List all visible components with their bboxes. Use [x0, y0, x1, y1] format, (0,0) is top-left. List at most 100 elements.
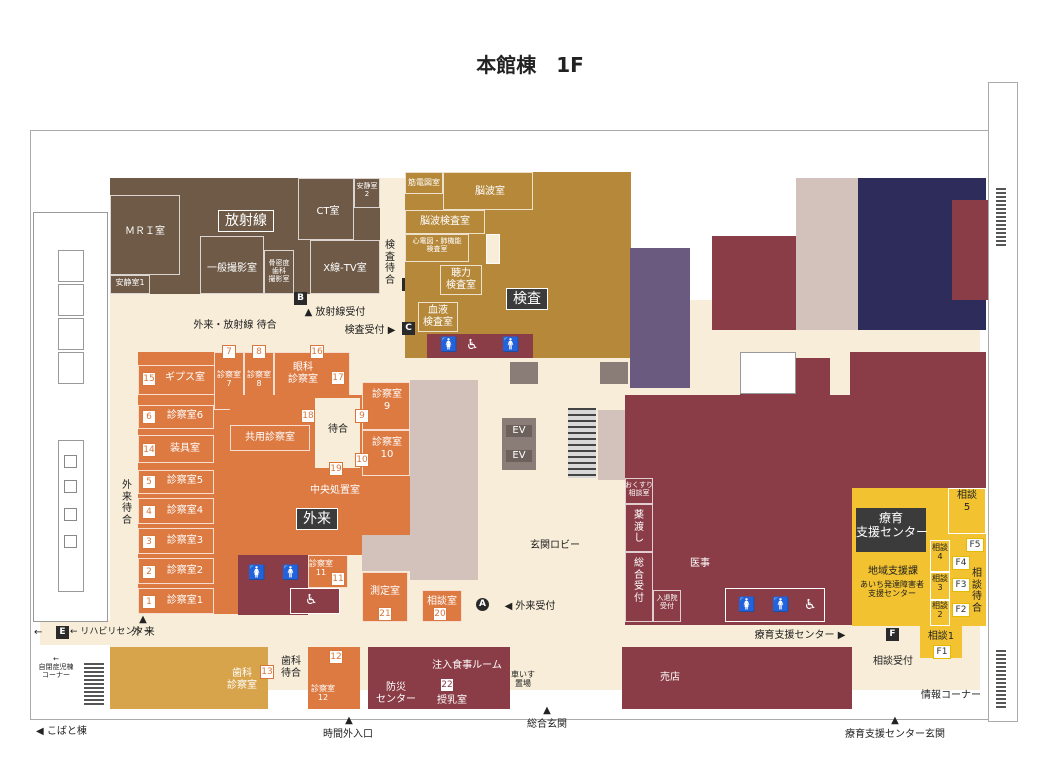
wheelchair-icon: ♿ — [466, 337, 479, 353]
room-sodan2-label: 相談 2 — [932, 601, 948, 620]
medical-white — [740, 352, 796, 394]
consult-waiting: 相 談 待 合 — [972, 568, 982, 614]
room-nouha — [443, 172, 533, 210]
room-nouhakensa — [405, 210, 485, 234]
room-number: 2 — [142, 565, 156, 579]
page-title: 本館棟 1F — [476, 53, 584, 77]
room-gips-label: ギプス室 — [165, 372, 205, 383]
marker-c: C — [402, 322, 415, 335]
dental-block — [110, 647, 268, 709]
wheelchair-icon: ♿ — [305, 592, 318, 608]
stair — [600, 362, 628, 384]
exam-corridor — [486, 234, 500, 264]
window — [58, 318, 84, 350]
room-yakuwatashi-label: 薬 渡 し — [634, 510, 644, 544]
room-shin1-label: 診察室1 — [166, 595, 204, 606]
room-shin10-label: 診察室 10 — [372, 437, 402, 460]
room-iji-label: 医事 — [690, 558, 710, 569]
consult-reception: 相談受付 — [873, 656, 913, 667]
room-aichi-label: あいち発達障害者 支援センター — [860, 580, 924, 599]
window-square — [64, 480, 77, 493]
room-anjo2-label: 安静室 2 — [356, 182, 378, 199]
entrance-arrow: ▲ — [543, 705, 551, 716]
outpatient-waiting: 外 来 待 合 — [122, 480, 132, 526]
waiting-outpatient-radiology: 外来・放射線 待合 — [193, 320, 277, 331]
room-shin4 — [138, 498, 214, 524]
wheelchair-storage: 車いす 置場 — [511, 670, 535, 689]
room-shin4-label: 診察室4 — [166, 505, 204, 516]
room-shindenzu-label: 心電図・肺機能 検査室 — [412, 237, 462, 254]
red-room — [712, 236, 798, 330]
man-icon: 🚹 — [282, 565, 300, 581]
room-sogouketsuke-label: 総 合 受 付 — [634, 558, 644, 604]
room-kindenzu-label: 筋電図室 — [408, 178, 440, 187]
room-sodan-label: 相談室 — [427, 596, 457, 607]
waiting-area — [315, 398, 360, 468]
window-square — [64, 455, 77, 468]
room-sogu-label: 装具室 — [170, 443, 200, 454]
room-chiiki-label: 地域支援課 — [868, 566, 918, 577]
exam-reception: 検査受付 ▶ — [344, 325, 396, 336]
room-shin5-label: 診察室5 — [166, 475, 204, 486]
man-icon: 🚹 — [502, 337, 520, 353]
rehab-center-direction: ← リハビリセンター — [70, 627, 153, 637]
room-anjo2 — [354, 178, 380, 208]
marker-f: F — [886, 628, 899, 641]
room-number: 12 — [329, 650, 343, 664]
elevator: EV — [506, 450, 532, 462]
vent — [996, 188, 1006, 248]
room-nouhakensa-label: 脳波検査室 — [420, 216, 470, 227]
room-shin9-label: 診察室 9 — [372, 389, 402, 412]
grey-block — [796, 178, 858, 330]
window-square — [64, 508, 77, 521]
room-xray-label: X線-TV室 — [323, 263, 367, 274]
room-chunyu-label: 注入食事ルーム — [432, 660, 502, 671]
room-number: 18 — [301, 409, 315, 423]
section-radiology: 放射線 — [218, 210, 274, 232]
room-shin1 — [138, 588, 214, 614]
window — [58, 284, 84, 316]
room-ketsueki — [418, 302, 458, 332]
room-ippan — [200, 236, 264, 294]
grey-block — [362, 535, 422, 571]
room-shin5 — [138, 470, 214, 494]
elevator: EV — [506, 425, 532, 437]
room-choryoku — [440, 265, 482, 295]
vent — [996, 650, 1006, 710]
room-number: 3 — [142, 535, 156, 549]
marker-e: E — [56, 626, 69, 639]
room-anjo1-label: 安静室1 — [115, 278, 145, 287]
room-number: 14 — [142, 443, 156, 457]
room-ct-label: CT室 — [316, 206, 340, 217]
room-sodan3-label: 相談 3 — [932, 574, 948, 593]
woman-icon: 🚺 — [248, 565, 266, 581]
room-ct — [298, 178, 354, 240]
exam-waiting: 検 査 待 合 — [385, 240, 395, 286]
room-sokutei-label: 測定室 — [370, 586, 400, 597]
room-number: 9 — [355, 409, 369, 423]
section-exam: 検査 — [506, 288, 548, 310]
bosai-block — [368, 647, 510, 709]
woman-icon: 🚺 — [738, 597, 756, 613]
room-shindenzu — [405, 234, 469, 262]
marker-b: B — [294, 292, 307, 305]
room-number: 6 — [142, 410, 156, 424]
stair — [568, 408, 596, 478]
room-shin2 — [138, 558, 214, 584]
room-junyu-label: 授乳室 — [437, 695, 467, 706]
room-sogouketsuke — [625, 552, 653, 622]
room-number: 21 — [378, 607, 392, 621]
restroom-exam — [427, 334, 533, 358]
room-okusuri — [625, 478, 653, 504]
lobby-label: 玄関ロビー — [530, 540, 580, 551]
room-number: 15 — [142, 372, 156, 386]
room-shin11-label: 診察室 11 — [309, 559, 333, 578]
room-ketsueki-label: 血液 検査室 — [423, 305, 453, 328]
window — [58, 352, 84, 384]
room-sodan4 — [930, 540, 950, 572]
room-sodan5 — [948, 488, 986, 534]
room-shin3-label: 診察室3 — [166, 535, 204, 546]
room-sogu — [138, 435, 214, 463]
room-number: F4 — [952, 556, 970, 570]
room-number: 8 — [252, 345, 266, 359]
